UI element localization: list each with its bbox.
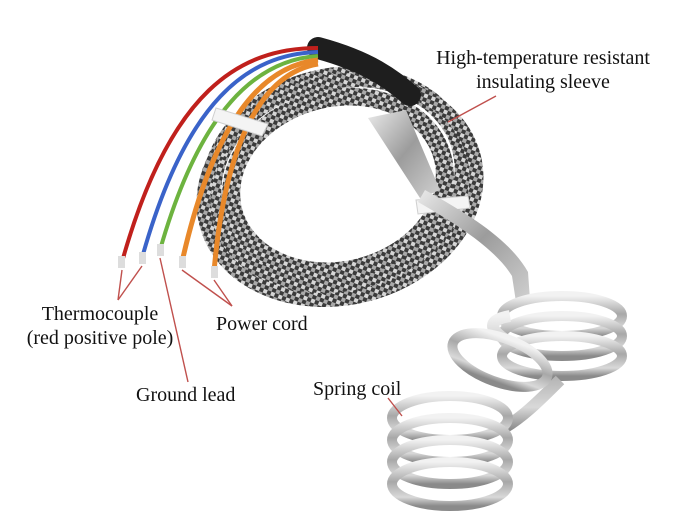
label-ground-lead: Ground lead <box>136 384 236 406</box>
leader-power-1 <box>181 269 233 307</box>
leader-spring <box>387 397 403 417</box>
wire-blue <box>140 50 319 259</box>
leader-thermo-blue <box>117 265 143 301</box>
wire-red <box>120 46 319 263</box>
label-power-cord: Power cord <box>216 313 308 335</box>
wire-orange-1 <box>179 57 319 263</box>
spring-coil <box>387 291 627 511</box>
leader-sleeve <box>447 95 497 123</box>
leader-power-2 <box>213 279 233 307</box>
label-insulating-sleeve: High-temperature resistant insulating sl… <box>436 47 650 93</box>
braided-cable-coil <box>196 37 484 307</box>
leader-thermo-red <box>117 269 123 301</box>
label-thermocouple: Thermocouple (red positive pole) <box>26 303 174 349</box>
wire-green <box>158 54 319 251</box>
leader-lines <box>117 95 497 417</box>
lead-wires <box>118 46 319 278</box>
wire-orange-2 <box>211 61 319 273</box>
metal-tube <box>368 110 530 302</box>
leader-ground <box>159 257 189 383</box>
label-spring-coil: Spring coil <box>313 378 402 400</box>
